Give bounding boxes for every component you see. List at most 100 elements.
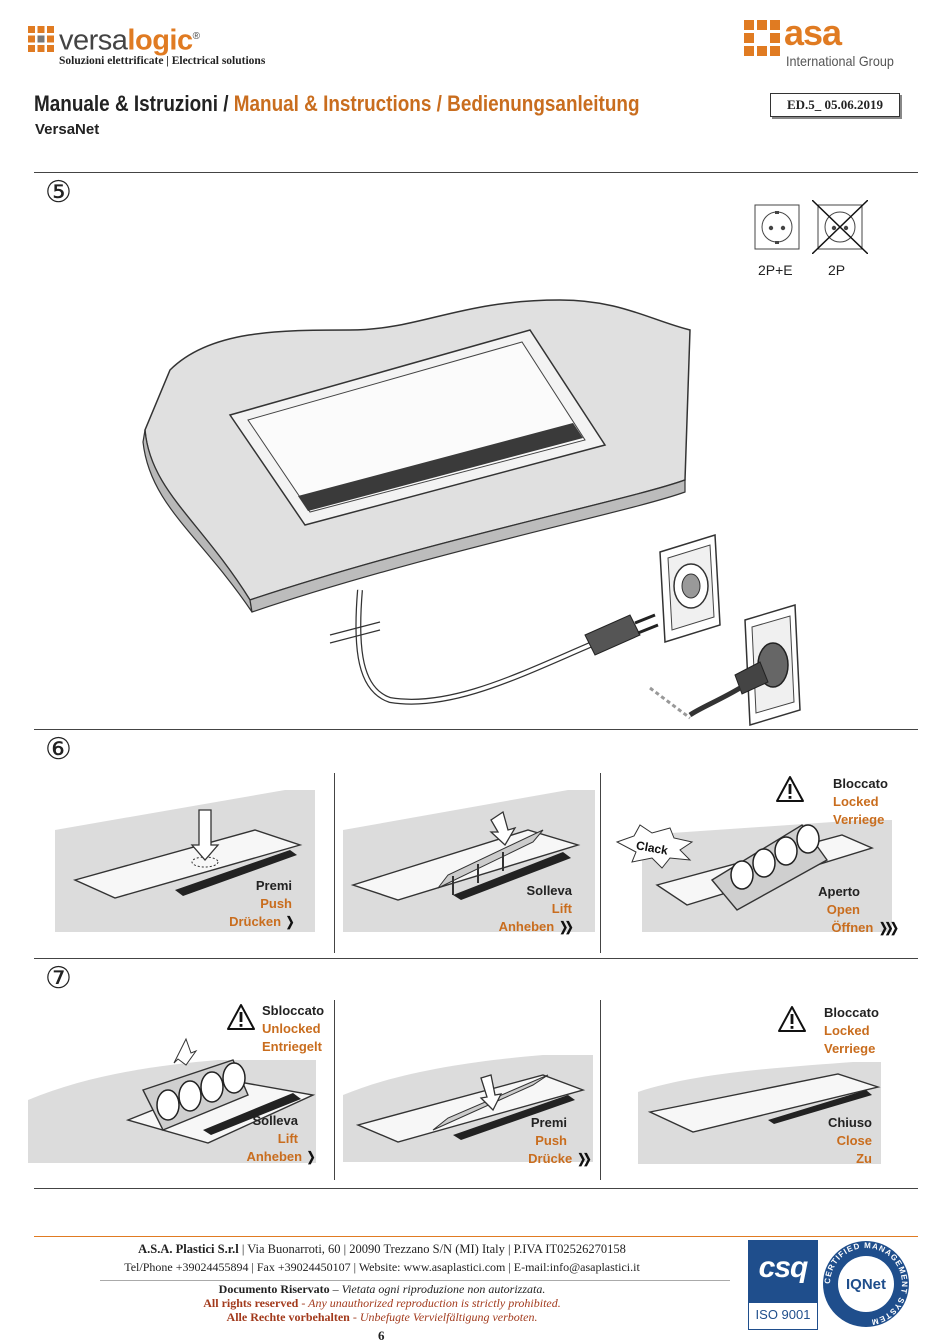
footer-doc-line: Documento Riservato – Vietata ogni ripro…	[34, 1282, 730, 1297]
step6-open-label: Aperto Open Öffnen ❯❯❯	[780, 883, 899, 937]
divider-top	[34, 172, 918, 173]
chevron-icon: ❯❯	[559, 919, 574, 934]
iqnet-certification-logo: CERTIFIED MANAGEMENT SYSTEM IQNet	[822, 1240, 910, 1328]
label-en: Push	[535, 1133, 567, 1148]
product-name: VersaNet	[35, 121, 100, 138]
label-de-row: Öffnen ❯❯❯	[780, 919, 899, 937]
warning-triangle-icon	[778, 1006, 806, 1032]
warning-triangle-icon	[227, 1004, 255, 1030]
footer-rechte-line: Alle Rechte vorbehalten - Unbefugte Verv…	[34, 1310, 730, 1325]
plug-label-2pe: 2P+E	[758, 262, 793, 278]
brand-prefix: versa	[59, 24, 128, 57]
label-en: Push	[260, 896, 292, 911]
footer-rule-orange	[34, 1236, 918, 1237]
step-7-number: ⑦	[45, 962, 72, 995]
step6-open-illustration: Clack	[615, 820, 892, 932]
step7-push-illustration	[343, 1055, 593, 1162]
cert-iso-text: ISO 9001	[755, 1307, 811, 1322]
label-it: Bloccato	[833, 776, 888, 791]
group-sub: International Group	[786, 53, 894, 69]
group-brand: asa	[784, 12, 842, 53]
label-de: Drücke	[528, 1151, 573, 1166]
label-it: Chiuso	[827, 1115, 872, 1130]
versalogic-mark-icon	[28, 26, 54, 52]
versalogic-logo: versalogic® Soluzioni elettrificate | El…	[28, 22, 318, 70]
label-en: Open	[826, 902, 860, 917]
divider-step7	[34, 958, 918, 959]
label-it: Solleva	[252, 1113, 298, 1128]
tagline: Soluzioni elettrificate | Electrical sol…	[59, 55, 266, 67]
title-de: Bedienungsanleitung	[447, 91, 640, 116]
step6-lift-illustration	[343, 790, 595, 932]
label-de: Öffnen	[831, 920, 874, 935]
label-de: Verriege	[824, 1041, 876, 1056]
page-number: 6	[378, 1328, 385, 1343]
label-de: Drücken	[229, 914, 282, 929]
label-it: Bloccato	[824, 1005, 879, 1020]
brand-reg: ®	[192, 31, 200, 42]
step7-closed-illustration	[638, 1062, 881, 1164]
crossed-socket-icon	[811, 199, 869, 255]
label-de: Anheben	[246, 1149, 303, 1164]
step7-push-label: Premi Push Drücke ❯❯	[480, 1114, 592, 1168]
chevron-icon: ❯	[306, 1149, 316, 1164]
label-de-row: Drücken❯	[200, 913, 294, 931]
footer-rechte-bold: Alle Rechte vorbehalten	[226, 1310, 350, 1324]
label-it: Premi	[530, 1115, 567, 1130]
label-de-row: Anheben ❯❯	[470, 918, 574, 936]
title-it: Manuale & Istruzioni /	[34, 91, 229, 116]
label-en: Locked	[824, 1023, 870, 1038]
warning-triangle-icon	[776, 776, 804, 802]
label-de-row: Drücke ❯❯	[480, 1150, 592, 1168]
schuko-socket-icon	[754, 204, 800, 250]
desk-installation-illustration	[142, 299, 801, 726]
chevron-icon: ❯❯	[577, 1151, 592, 1166]
step-5-number: ⑤	[45, 176, 72, 209]
label-it: Sbloccato	[262, 1003, 325, 1018]
footer-doc-label: Documento Riservato	[218, 1282, 330, 1296]
step7-lift-illustration	[28, 1037, 316, 1163]
iqnet-seal-icon: CERTIFIED MANAGEMENT SYSTEM IQNet	[823, 1241, 909, 1327]
label-it: Aperto	[818, 884, 860, 899]
chevron-icon: ❯❯❯	[879, 920, 899, 935]
clack-text: Clack	[635, 838, 669, 857]
label-en: Close	[836, 1133, 872, 1148]
footer-rights-bold: All rights reserved	[203, 1296, 299, 1310]
step6-push-illustration	[55, 790, 315, 932]
label-de: Zu	[856, 1151, 872, 1166]
csq-certification-logo: csq ISO 9001	[748, 1240, 818, 1330]
label-en: Lift	[551, 901, 572, 916]
label-en: Locked	[833, 794, 879, 809]
label-de: Anheben	[498, 919, 555, 934]
brand-suffix: logic	[127, 24, 193, 57]
step6-sep-2	[600, 773, 601, 953]
label-de: Verriege	[833, 812, 885, 827]
plug-label-2p: 2P	[828, 262, 846, 278]
step7-sep-2	[600, 1000, 601, 1180]
divider-step6	[34, 729, 918, 730]
plug-type-2pe	[754, 204, 800, 252]
label-de-row: Anheben❯	[205, 1148, 316, 1166]
plug-type-2p	[811, 199, 869, 255]
title-en: Manual & Instructions /	[233, 91, 442, 116]
step7-closed-label: Chiuso Close Zu	[790, 1114, 872, 1168]
step6-locked-warning: Bloccato Locked Verriege	[833, 775, 913, 829]
footer-rule-grey	[100, 1280, 730, 1281]
footer-contacts: Tel/Phone +39024455894 | Fax +3902445010…	[124, 1260, 640, 1274]
divider-bottom	[34, 1188, 918, 1189]
label-de: Entriegelt	[262, 1039, 322, 1054]
step7-sep-1	[334, 1000, 335, 1180]
step-6-number: ⑥	[45, 733, 72, 766]
label-en: Unlocked	[262, 1021, 321, 1036]
label-en: Lift	[277, 1131, 298, 1146]
step7-locked-warning: Bloccato Locked Verriege	[824, 1004, 904, 1058]
step6-push-label: Premi Push Drücken❯	[200, 877, 294, 931]
footer-doc-text: – Vietata ogni riproduzione non autorizz…	[329, 1282, 546, 1296]
manual-title: Manuale & Istruzioni / Manual & Instruct…	[34, 90, 640, 118]
step7-unlocked-warning: Sbloccato Unlocked Entriegelt	[262, 1002, 342, 1056]
cert-iqnet-text: IQNet	[846, 1276, 886, 1293]
label-it: Premi	[255, 878, 292, 893]
step6-sep-1	[334, 773, 335, 953]
footer-rights-text: - Any unauthorized reproduction is stric…	[298, 1296, 561, 1310]
footer-rights-line: All rights reserved - Any unauthorized r…	[34, 1296, 730, 1311]
